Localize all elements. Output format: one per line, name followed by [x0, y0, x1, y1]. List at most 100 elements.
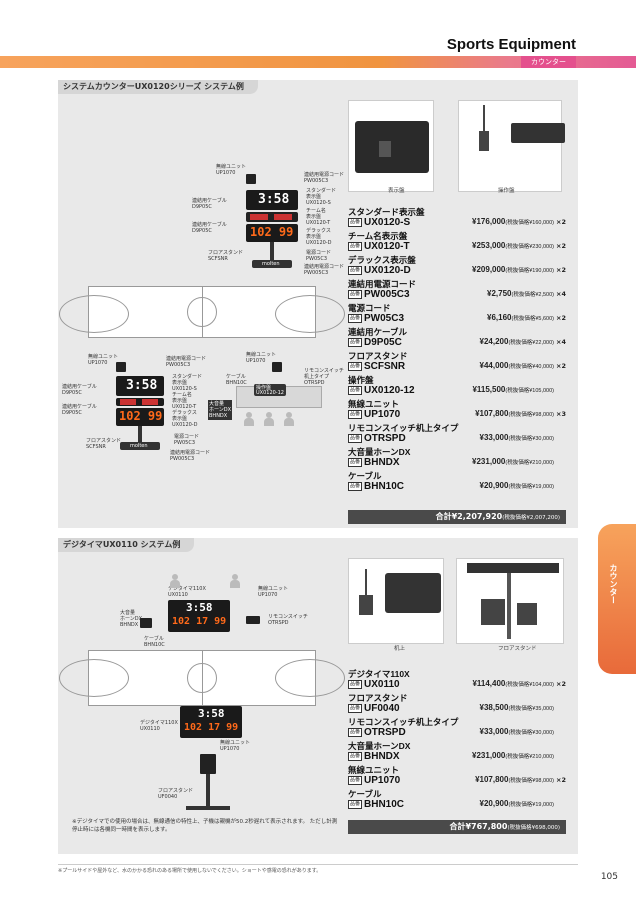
scoreboard-team-name [246, 212, 298, 222]
diagram-label: 連結用電源コード PW005C3 [170, 450, 211, 462]
remote-icon [246, 616, 260, 624]
product-name: チーム名表示盤 [348, 231, 408, 241]
diagram-label: スタンダード 表示盤 UX0120-S [172, 374, 203, 392]
person-icon [284, 412, 294, 426]
product-qty: ×2 [556, 776, 566, 784]
section-ux0120: システムカウンターUX0120シリーズ システム例 表示盤 操作盤 無線ユニット… [58, 80, 578, 528]
product-qty: ×4 [556, 290, 566, 298]
person-icon [244, 412, 254, 426]
product-code: UX0120-S [364, 217, 411, 228]
hinban-label: 品番 [348, 266, 363, 275]
console-photo [458, 100, 565, 192]
total-ux0120: 合計¥2,207,920(税抜価格¥2,007,200) [348, 510, 566, 524]
diagram-label: デラックス 表示盤 UX0120-D [172, 410, 198, 428]
product-qty: ×2 [556, 314, 566, 322]
basketball-court [59, 650, 345, 706]
stand-pole [138, 426, 142, 442]
wireless-unit-icon [200, 754, 216, 774]
diagram-label: フロアスタンド UF0040 [158, 788, 194, 800]
total-ux0110: 合計¥767,800(税抜価格¥698,000) [348, 820, 566, 834]
scoreboard-standard: 3:58 [116, 376, 164, 396]
basketball-court [59, 286, 345, 338]
product-price: ¥44,000(税抜価格¥40,000) [479, 361, 554, 370]
stand-base: molten [252, 260, 292, 268]
product-code: SCFSNR [364, 361, 406, 372]
wireless-unit-icon [116, 362, 126, 372]
product-price: ¥38,500(税抜価格¥35,000) [479, 703, 554, 712]
diagram-label: チーム名 表示盤 UX0120-T [172, 392, 197, 410]
photo-caption: 操作盤 [498, 188, 515, 194]
floor-stand-photo [456, 558, 564, 644]
diagram-label: 連結用ケーブル D9P05C [192, 198, 227, 210]
stand-base: molten [120, 442, 160, 450]
product-code: UF0040 [364, 703, 400, 714]
diagram-label: 無線ユニット UP1070 [220, 740, 251, 752]
header-bar [0, 56, 636, 68]
product-name: 連結用ケーブル [348, 327, 407, 337]
photo-caption: 机上 [394, 646, 406, 652]
hinban-label: 品番 [348, 800, 363, 809]
diagram-label: 連結用電源コード PW005C3 [166, 356, 207, 368]
product-name: デジタイマ110X [348, 669, 410, 679]
console-unit: 操作盤 UX0120-12 [254, 384, 286, 396]
product-name: 無線ユニット [348, 765, 400, 775]
desk-photo [348, 558, 444, 644]
diagram-label: 無線ユニット UP1070 [258, 586, 289, 598]
hinban-label: 品番 [348, 338, 363, 347]
diagram-label: 電源コード PW05C3 [306, 250, 332, 262]
section-ux0110: デジタイマUX0110 システム例 机上 フロアスタンド デジタイマ110X U… [58, 538, 578, 854]
diagram-label: 無線ユニット UP1070 [246, 352, 277, 364]
product-price: ¥20,900(税抜価格¥19,000) [479, 481, 554, 490]
page-number: 105 [600, 872, 618, 882]
section-title: システムカウンターUX0120シリーズ システム例 [58, 80, 258, 94]
timing-note: ※デジタイマでの使用の場合は、無線通信の特性上、子機は親機が50.2秒遅れて表示… [72, 819, 338, 833]
stand-base [186, 806, 230, 810]
scoreboard-standard: 3:58 [246, 190, 298, 210]
product-name: 大音量ホーンDX [348, 447, 411, 457]
product-price: ¥114,400(税抜価格¥104,000) [472, 679, 554, 688]
product-price: ¥176,000(税抜価格¥160,000) [472, 217, 554, 226]
hinban-label: 品番 [348, 482, 363, 491]
product-code: D9P05C [364, 337, 402, 348]
diagram-label: デラックス 表示盤 UX0120-D [306, 228, 332, 246]
diagram-label: リモコンスイッチ 机上タイプ OTRSPD [304, 368, 344, 386]
hinban-label: 品番 [348, 458, 363, 467]
hinban-label: 品番 [348, 680, 363, 689]
stand-pole [206, 774, 210, 806]
product-price: ¥6,160(税抜価格¥5,600) [487, 313, 554, 322]
product-name: リモコンスイッチ机上タイプ [348, 423, 459, 433]
side-category-tab[interactable]: カウンター [598, 524, 636, 674]
product-price: ¥107,800(税抜価格¥98,000) [475, 775, 554, 784]
product-price: ¥24,200(税抜価格¥22,000) [479, 337, 554, 346]
stand-pole [270, 242, 274, 260]
product-code: BHNDX [364, 457, 400, 468]
person-icon [230, 574, 240, 588]
diagram-label: リモコンスイッチ OTRSPD [268, 614, 308, 626]
diagram-label: チーム名 表示盤 UX0120-T [306, 208, 331, 226]
product-price: ¥209,000(税抜価格¥190,000) [472, 265, 554, 274]
product-name: 操作盤 [348, 375, 374, 385]
product-code: UP1070 [364, 775, 401, 786]
footnote: ※プールサイドや屋外など、水のかかる恐れのある場所で使用しないでください。ショー… [58, 864, 578, 874]
category-tag: カウンター [521, 56, 576, 68]
system-diagram-top: 無線ユニット UP1070 連結用ケーブル D9P05C 連結用ケーブル D9P… [58, 100, 348, 290]
product-name: スタンダード表示盤 [348, 207, 425, 217]
product-name: 電源コード [348, 303, 391, 313]
diagram-label: 連結用ケーブル D9P05C [192, 222, 227, 234]
product-price: ¥2,750(税抜価格¥2,500) [487, 289, 554, 298]
system-diagram-bottom: 無線ユニット UP1070 連結用ケーブル D9P05C 連結用ケーブル D9P… [58, 346, 348, 466]
product-name: 大音量ホーンDX [348, 741, 411, 751]
page-title: Sports Equipment [446, 36, 576, 53]
scoreboard-deluxe: 102 99 [246, 224, 298, 242]
product-qty: ×4 [556, 338, 566, 346]
product-list-ux0120: スタンダード表示盤品番 UX0120-S ¥176,000(税抜価格¥160,000… [348, 206, 566, 494]
